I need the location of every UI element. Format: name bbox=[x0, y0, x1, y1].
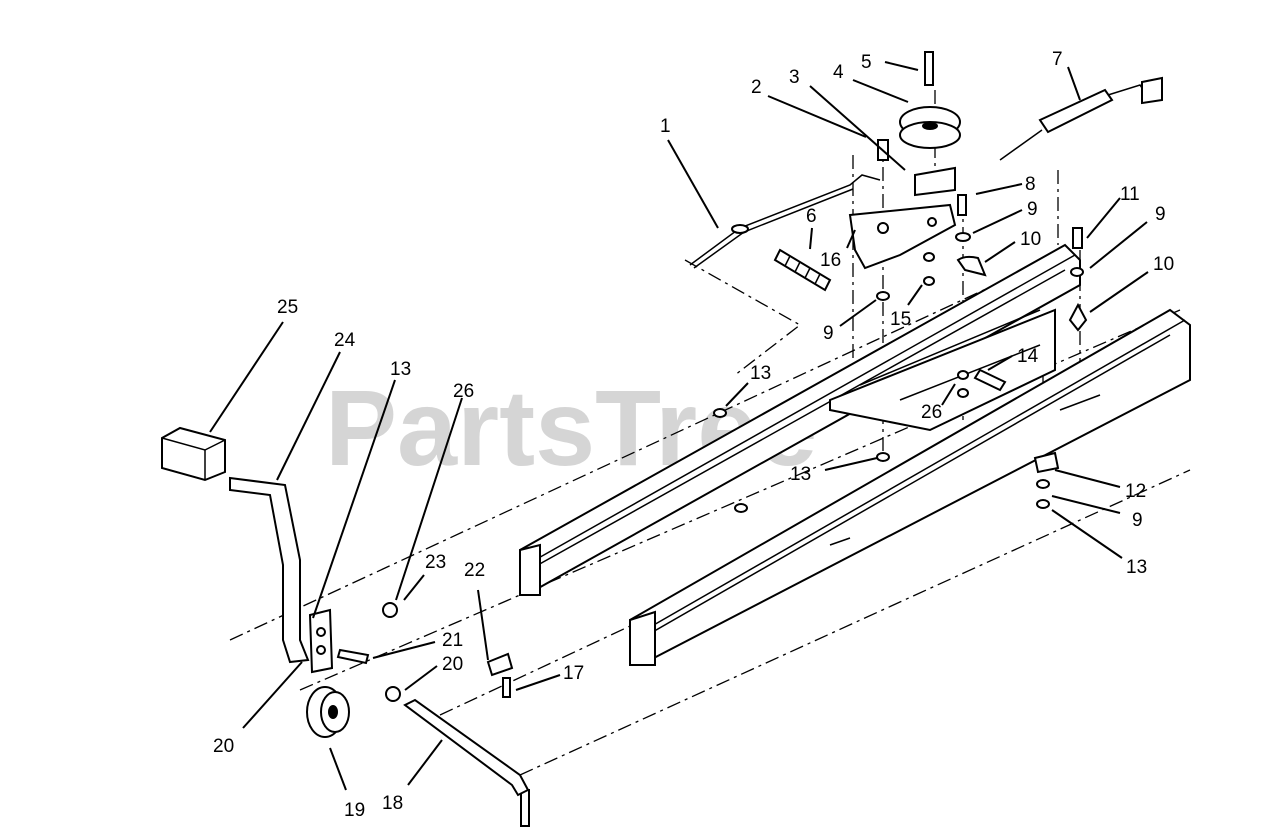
callout-21: 21 bbox=[442, 630, 463, 651]
spring-6 bbox=[773, 248, 832, 292]
callout-24: 24 bbox=[334, 330, 356, 351]
callout-14: 14 bbox=[1017, 346, 1039, 367]
callout-26-a: 26 bbox=[453, 381, 474, 402]
callout-22: 22 bbox=[464, 560, 485, 581]
callout-9-b: 9 bbox=[1155, 204, 1166, 225]
spring-14 bbox=[973, 368, 1007, 392]
clip bbox=[486, 652, 514, 677]
callout-6: 6 bbox=[806, 206, 817, 227]
callout-7: 7 bbox=[1052, 49, 1063, 70]
callout-9-d: 9 bbox=[1132, 510, 1143, 531]
callout-12: 12 bbox=[1125, 481, 1146, 502]
callout-17: 17 bbox=[563, 663, 584, 684]
callout-4: 4 bbox=[833, 62, 844, 83]
center-bracket-plate bbox=[829, 308, 1056, 432]
callout-3: 3 bbox=[789, 67, 800, 88]
callout-1: 1 bbox=[660, 116, 671, 137]
callout-15: 15 bbox=[890, 309, 911, 330]
callout-26-b: 26 bbox=[921, 402, 942, 423]
cable bbox=[999, 76, 1163, 161]
callout-10-a: 10 bbox=[1020, 229, 1041, 250]
callout-23: 23 bbox=[425, 552, 446, 573]
callout-10-b: 10 bbox=[1153, 254, 1174, 275]
callout-13-c: 13 bbox=[1126, 557, 1147, 578]
callout-9-c: 9 bbox=[823, 323, 834, 344]
callout-18: 18 bbox=[382, 793, 403, 814]
callout-25: 25 bbox=[277, 297, 298, 318]
pedal-arm bbox=[229, 476, 310, 664]
callout-9-a: 9 bbox=[1027, 199, 1038, 220]
callout-20-a: 20 bbox=[213, 736, 234, 757]
callout-20-b: 20 bbox=[442, 654, 463, 675]
pedal-bracket bbox=[308, 608, 334, 674]
callout-8: 8 bbox=[1025, 174, 1036, 195]
callouts: 1 2 3 4 5 7 6 16 8 9 10 11 9 10 9 15 14 … bbox=[213, 49, 1174, 821]
idler-bracket bbox=[848, 203, 957, 270]
callout-13-b: 13 bbox=[790, 464, 811, 485]
callout-19: 19 bbox=[344, 800, 365, 821]
upper-frame-rail bbox=[519, 243, 1081, 596]
washers-and-nuts bbox=[382, 232, 1084, 702]
pin bbox=[336, 648, 370, 665]
pedal-pulley bbox=[306, 686, 350, 738]
callout-11: 11 bbox=[1120, 184, 1140, 205]
control-rod bbox=[689, 174, 881, 269]
idler-pulley bbox=[899, 106, 961, 149]
callout-13-a: 13 bbox=[750, 363, 771, 384]
leader-lines bbox=[209, 61, 1149, 791]
pedal-pad bbox=[161, 426, 226, 482]
callout-5: 5 bbox=[861, 52, 872, 73]
pulley-bracket bbox=[914, 166, 956, 197]
callout-16: 16 bbox=[820, 250, 841, 271]
callout-2: 2 bbox=[751, 77, 762, 98]
lower-frame-rail bbox=[629, 308, 1191, 666]
callout-13-d: 13 bbox=[390, 359, 411, 380]
brake-rod bbox=[403, 698, 530, 797]
arms bbox=[956, 255, 1088, 474]
